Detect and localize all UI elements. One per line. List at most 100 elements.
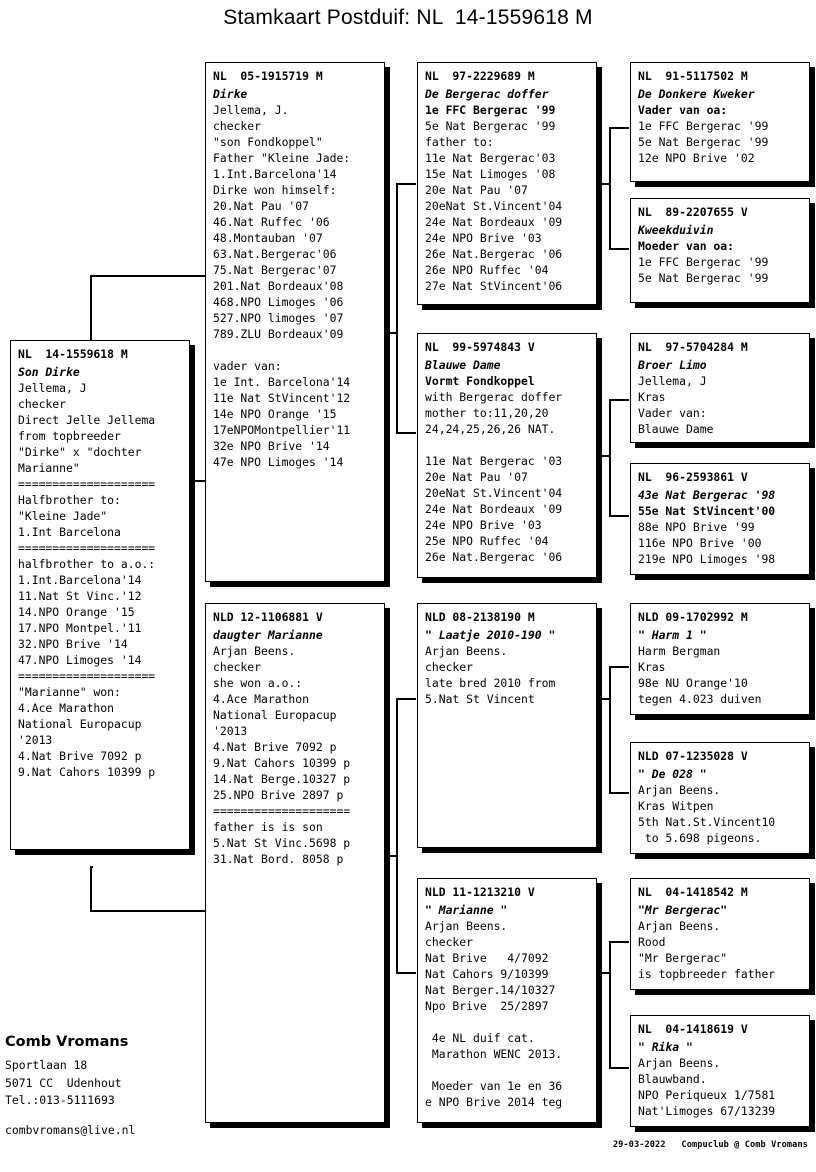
- box-text-line: is topbreeder father: [638, 967, 776, 981]
- box-text-line: National Europacup: [18, 717, 142, 731]
- box-text-line: 5th Nat.St.Vincent10: [638, 815, 776, 829]
- connector-gp3-out: [597, 698, 609, 700]
- box-text-line: 43e Nat Bergerac '98: [638, 488, 776, 502]
- connector-gp3-vert: [609, 666, 611, 793]
- box-text-line: "Mr Bergerac": [638, 951, 728, 965]
- connector-father-to-gp1: [396, 183, 416, 185]
- box-text-line: mother to:11,20,20: [425, 406, 549, 420]
- box-text-line: [213, 342, 384, 358]
- box-text-line: [425, 1062, 596, 1078]
- box-text-line: 201.Nat Bordeaux'08: [213, 279, 344, 293]
- box-text-line: Blauwe Dame: [638, 422, 714, 436]
- box-text-line: Blauwe Dame: [425, 358, 501, 372]
- box-text-line: De Donkere Kweker: [638, 87, 755, 101]
- box-text-line: Marianne": [18, 461, 80, 475]
- box-text-line: checker: [213, 119, 262, 133]
- box-text-line: 11e Nat StVincent'12: [213, 391, 351, 405]
- connector-gp4-out: [597, 972, 609, 974]
- box-text-line: Arjan Beens.: [638, 783, 721, 797]
- box-text-line: father to:: [425, 135, 494, 149]
- box-text-line: 1.Int.Barcelona'14: [213, 167, 337, 181]
- pedigree-box-grandmother-maternal[interactable]: NLD 11-1213210 V " Marianne "Arjan Beens…: [417, 878, 597, 1123]
- pedigree-box-grandfather-maternal[interactable]: NLD 08-2138190 M " Laatje 2010-190 "Arja…: [417, 603, 597, 848]
- box-text-line: 4.Ace Marathon: [18, 701, 115, 715]
- box-text-line: ====================: [213, 804, 351, 818]
- box-text-line: National Europacup: [213, 708, 337, 722]
- box-text-line: ====================: [18, 477, 156, 491]
- box-text-line: 1.Int.Barcelona'14: [18, 573, 142, 587]
- pedigree-box-ggp-6[interactable]: NLD 07-1235028 V " De 028 "Arjan Beens.K…: [630, 742, 810, 854]
- box-text-line: she won a.o.:: [213, 676, 303, 690]
- box-text-line: 20e Nat Pau '07: [425, 470, 528, 484]
- ring-number: NL 91-5117502 M: [638, 69, 748, 83]
- ring-number: NL 04-1418542 M: [638, 885, 748, 899]
- box-text-line: Moeder van 1e en 36: [425, 1079, 563, 1093]
- connector-gp3-to-ggp5: [609, 666, 629, 668]
- connector-gp1-vert: [609, 127, 611, 249]
- owner-email[interactable]: combvromans@live.nl: [5, 1122, 136, 1137]
- box-text-line: 11e Nat Bergerac '03: [425, 454, 563, 468]
- box-text-line: 47e NPO Limoges '14: [213, 455, 344, 469]
- connector-subject-vert-down: [90, 866, 92, 911]
- box-text-line: De Bergerac doffer: [425, 87, 549, 101]
- ring-number: NL 97-5704284 M: [638, 340, 748, 354]
- box-text-line: halfbrother to a.o.:: [18, 557, 156, 571]
- box-text-line: " Laatje 2010-190 ": [425, 628, 556, 642]
- pedigree-box-ggp-7[interactable]: NL 04-1418542 M "Mr Bergerac"Arjan Beens…: [630, 878, 810, 990]
- box-text-line: 32.NPO Brive '14: [18, 637, 128, 651]
- box-text-line: 20.Nat Pau '07: [213, 199, 310, 213]
- box-text-line: 11.Nat St Vinc.'12: [18, 589, 142, 603]
- pedigree-box-ggp-8[interactable]: NL 04-1418619 V " Rika "Arjan Beens.Blau…: [630, 1015, 810, 1127]
- ring-number: NL 89-2207655 V: [638, 205, 748, 219]
- connector-to-father: [90, 275, 205, 277]
- box-text-line: to 5.698 pigeons.: [638, 831, 762, 845]
- box-text-line: 1e FFC Bergerac '99: [425, 103, 556, 117]
- connector-father-out: [384, 332, 396, 334]
- box-text-line: vader van:: [213, 359, 282, 373]
- box-text-line: Father "Kleine Jade:: [213, 151, 351, 165]
- box-text-line: "son Fondkoppel": [213, 135, 323, 149]
- box-text-line: Halfbrother to:: [18, 493, 121, 507]
- box-text-line: 789.ZLU Bordeaux'09: [213, 327, 344, 341]
- box-text-line: Kras Witpen: [638, 799, 714, 813]
- box-text-line: "Mr Bergerac": [638, 903, 728, 917]
- box-text-line: 20eNat St.Vincent'04: [425, 486, 563, 500]
- box-text-line: 11e Nat Bergerac'03: [425, 151, 556, 165]
- box-text-line: Arjan Beens.: [425, 919, 508, 933]
- box-text-line: "Dirke" x "dochter: [18, 445, 142, 459]
- box-text-line: Harm Bergman: [638, 644, 721, 658]
- box-text-line: 75.Nat Bergerac'07: [213, 263, 337, 277]
- box-text-line: 63.Nat.Bergerac'06: [213, 247, 337, 261]
- connector-mother-to-gp3: [396, 698, 416, 700]
- box-text-line: 32e NPO Brive '14: [213, 439, 330, 453]
- box-text-line: "Kleine Jade": [18, 509, 108, 523]
- box-text-line: ====================: [18, 541, 156, 555]
- ring-number: NL 04-1418619 V: [638, 1022, 748, 1036]
- ring-number: NLD 12-1106881 V: [213, 610, 323, 624]
- box-text-line: 17.NPO Montpel.'11: [18, 621, 142, 635]
- box-text-line: '2013: [213, 724, 248, 738]
- box-text-line: checker: [213, 660, 262, 674]
- box-text-line: Vader van oa:: [638, 103, 728, 117]
- owner-telephone: Tel.:013-5111693: [5, 1093, 115, 1107]
- owner-city: 5071 CC Udenhout: [5, 1075, 122, 1090]
- connector-gp1-to-ggp1: [609, 127, 629, 129]
- box-text-line: "Marianne" won:: [18, 685, 121, 699]
